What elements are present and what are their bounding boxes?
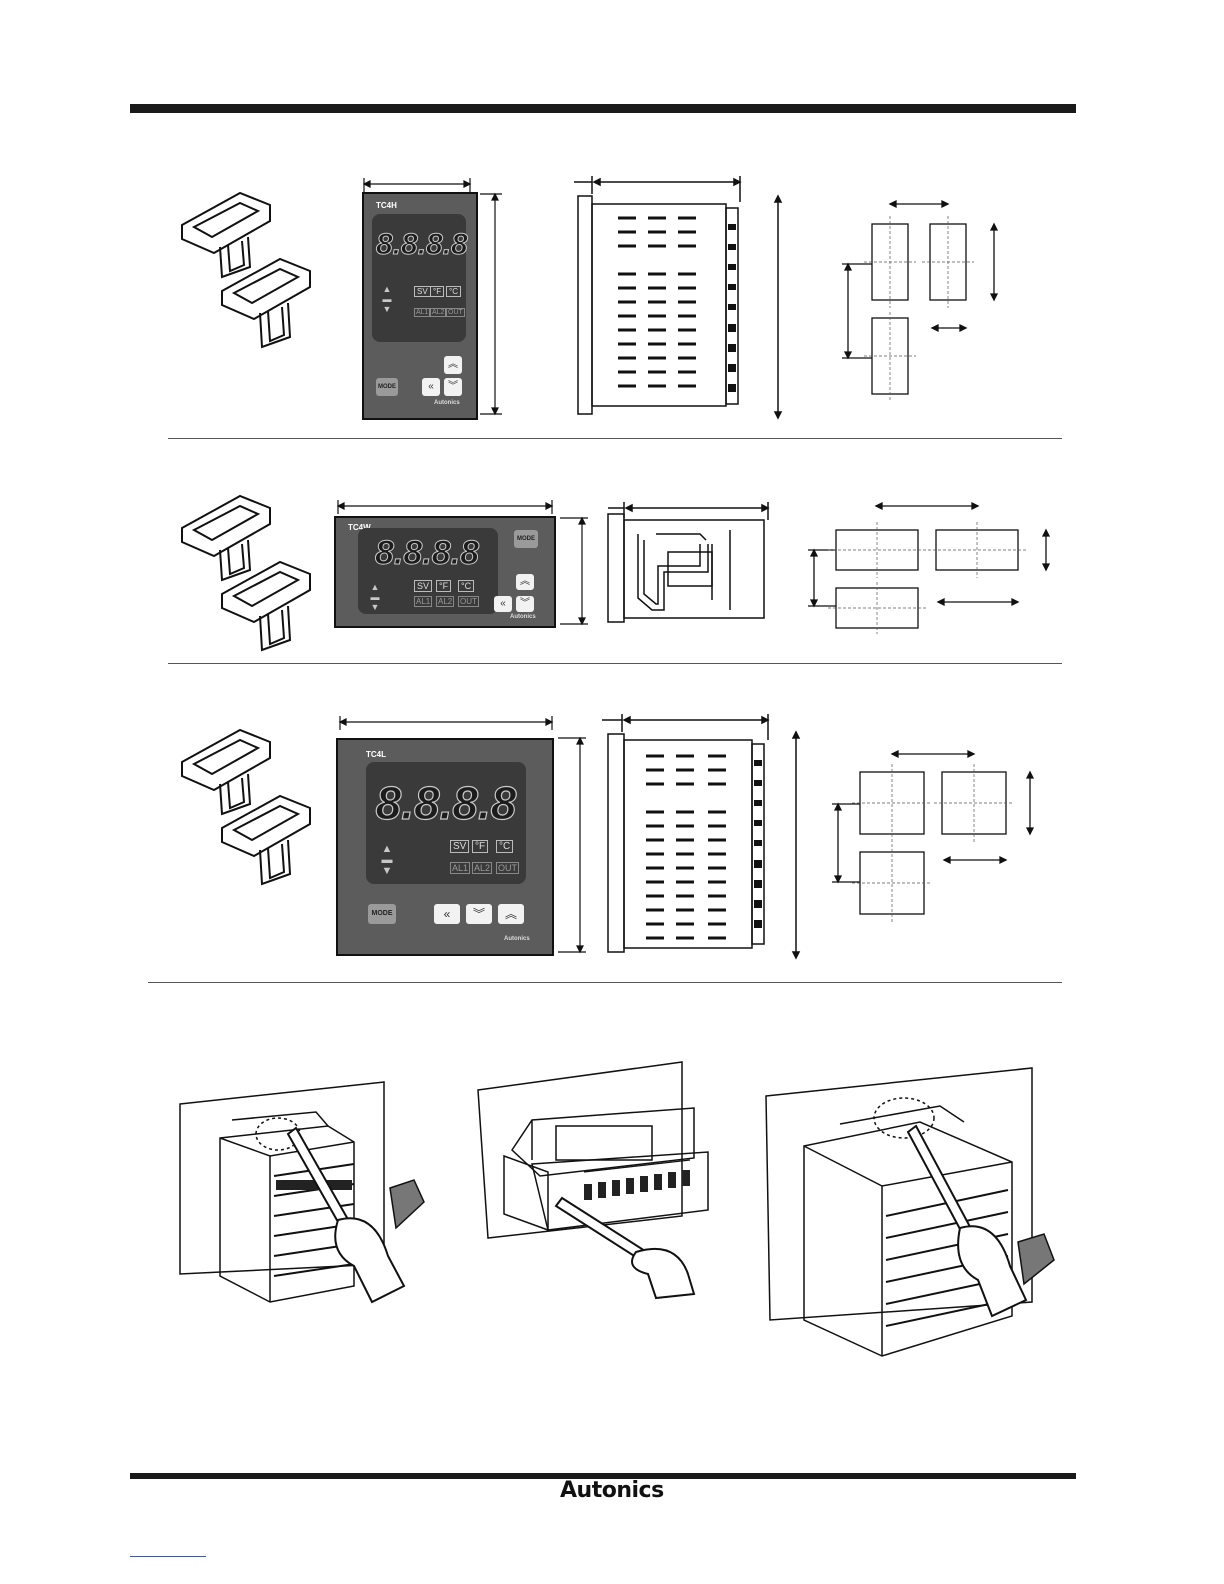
- dimension-lines-front-tc4l: [332, 716, 602, 976]
- bracket-illustration-tc4h: [170, 175, 330, 375]
- install-illustration-1: [178, 1080, 438, 1310]
- footer-brand-logo: Autonics: [560, 1478, 664, 1503]
- section-divider-1: [168, 438, 1062, 439]
- header-rule: [130, 104, 1076, 113]
- panel-cutout-tc4w: [800, 496, 1060, 636]
- section-divider-2: [168, 663, 1062, 664]
- panel-cutout-tc4h: [838, 192, 1018, 402]
- section-divider-3: [148, 982, 1062, 983]
- footer-link-underline: [130, 1556, 206, 1557]
- dimension-lines-front-tc4w: [330, 500, 600, 640]
- panel-cutout-tc4l: [828, 746, 1048, 926]
- dimension-lines-front-tc4h: [360, 178, 520, 428]
- install-illustration-3: [764, 1066, 1064, 1366]
- side-view-tc4h: [568, 172, 788, 422]
- install-illustration-2: [476, 1060, 736, 1300]
- side-view-tc4w: [600, 500, 780, 630]
- bracket-illustration-tc4w: [170, 478, 330, 678]
- bracket-illustration-tc4l: [170, 712, 330, 912]
- side-view-tc4l: [596, 712, 806, 962]
